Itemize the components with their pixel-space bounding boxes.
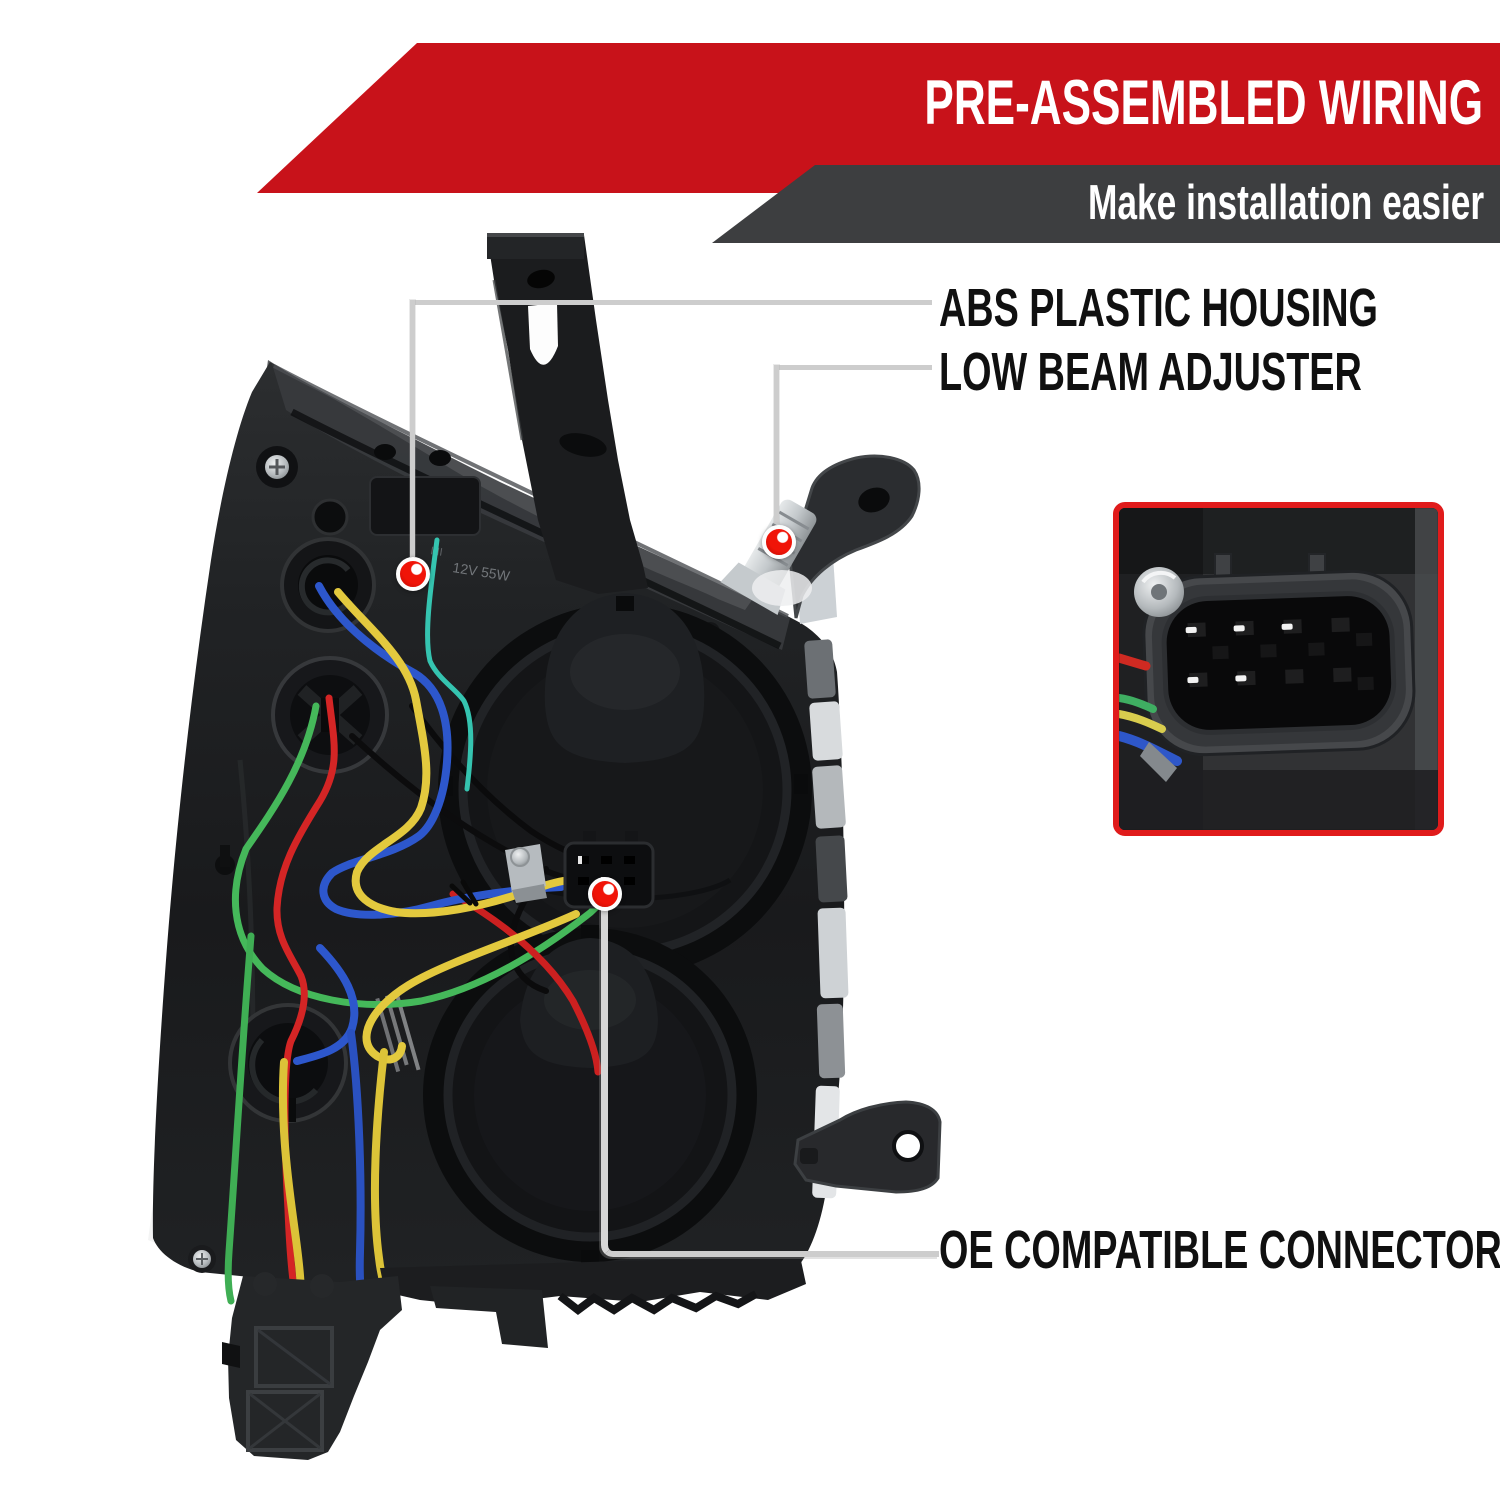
- gray-banner: [712, 165, 1500, 243]
- callout-line-abs-vertical: [410, 300, 415, 557]
- red-marker-dot-oe-connector-icon: [588, 877, 622, 911]
- connector-closeup-image: [1119, 508, 1438, 830]
- right-lens-slivers: [804, 639, 849, 1199]
- connector-closeup-inset: [1113, 502, 1444, 836]
- callout-line-lowbeam-horizontal: [774, 365, 932, 370]
- upper-right-bracket: [720, 454, 921, 624]
- wire-clip: [505, 844, 547, 903]
- top-mounting-bracket: [487, 233, 648, 594]
- lower-projector-cover: [423, 925, 757, 1265]
- banner-title: PRE-ASSEMBLED WIRING: [924, 68, 1483, 138]
- callout-line-abs-horizontal: [410, 300, 932, 305]
- banner-subtitle: Make installation easier: [1087, 176, 1484, 230]
- callout-label-low-beam-adjuster: LOW BEAM ADJUSTER: [939, 342, 1362, 402]
- red-marker-dot-lowbeam-icon: [762, 525, 796, 559]
- bottom-brackets: [188, 1100, 942, 1460]
- callout-label-abs-plastic-housing: ABS PLASTIC HOUSING: [939, 278, 1378, 338]
- callout-line-oe-connector: [601, 908, 939, 1257]
- callout-label-oe-compatible-connector: OE COMPATIBLE CONNECTOR: [939, 1220, 1500, 1280]
- red-marker-dot-abs-icon: [396, 557, 430, 591]
- callout-line-lowbeam-vertical: [774, 365, 779, 523]
